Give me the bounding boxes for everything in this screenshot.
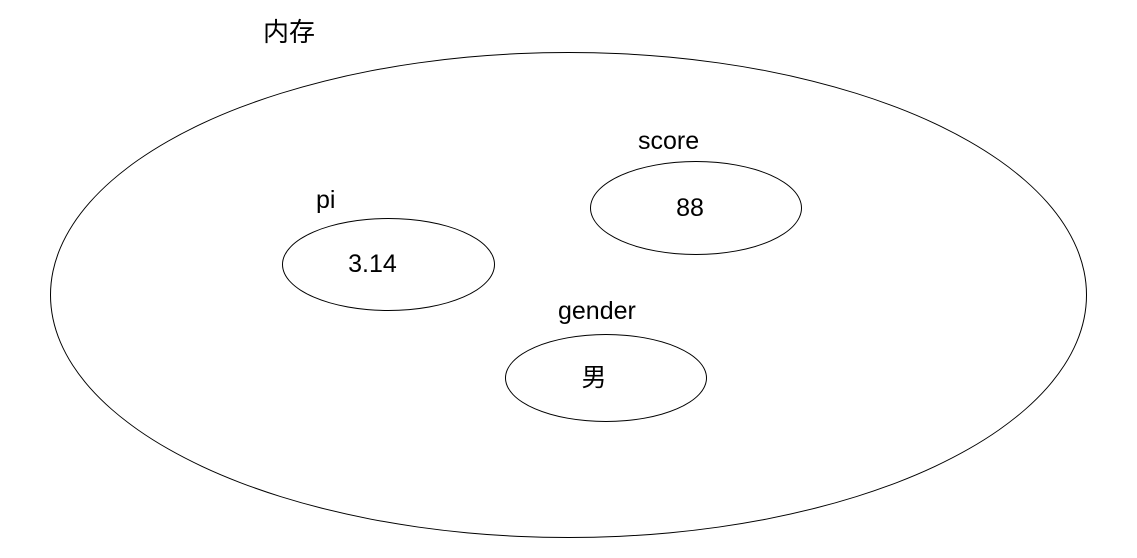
variable-ellipse-gender: 男 xyxy=(505,334,707,422)
variable-ellipse-score: 88 xyxy=(590,161,802,255)
variable-label-gender: gender xyxy=(558,297,636,325)
variable-label-pi: pi xyxy=(316,186,336,214)
variable-label-score: score xyxy=(638,127,700,155)
variable-value-score: 88 xyxy=(676,193,704,222)
memory-ellipse xyxy=(50,52,1087,538)
variable-value-pi: 3.14 xyxy=(348,250,397,278)
variable-value-gender: 男 xyxy=(581,363,607,392)
variable-ellipse-pi: 3.14 xyxy=(282,218,495,311)
memory-title-label: 内存 xyxy=(263,17,316,47)
